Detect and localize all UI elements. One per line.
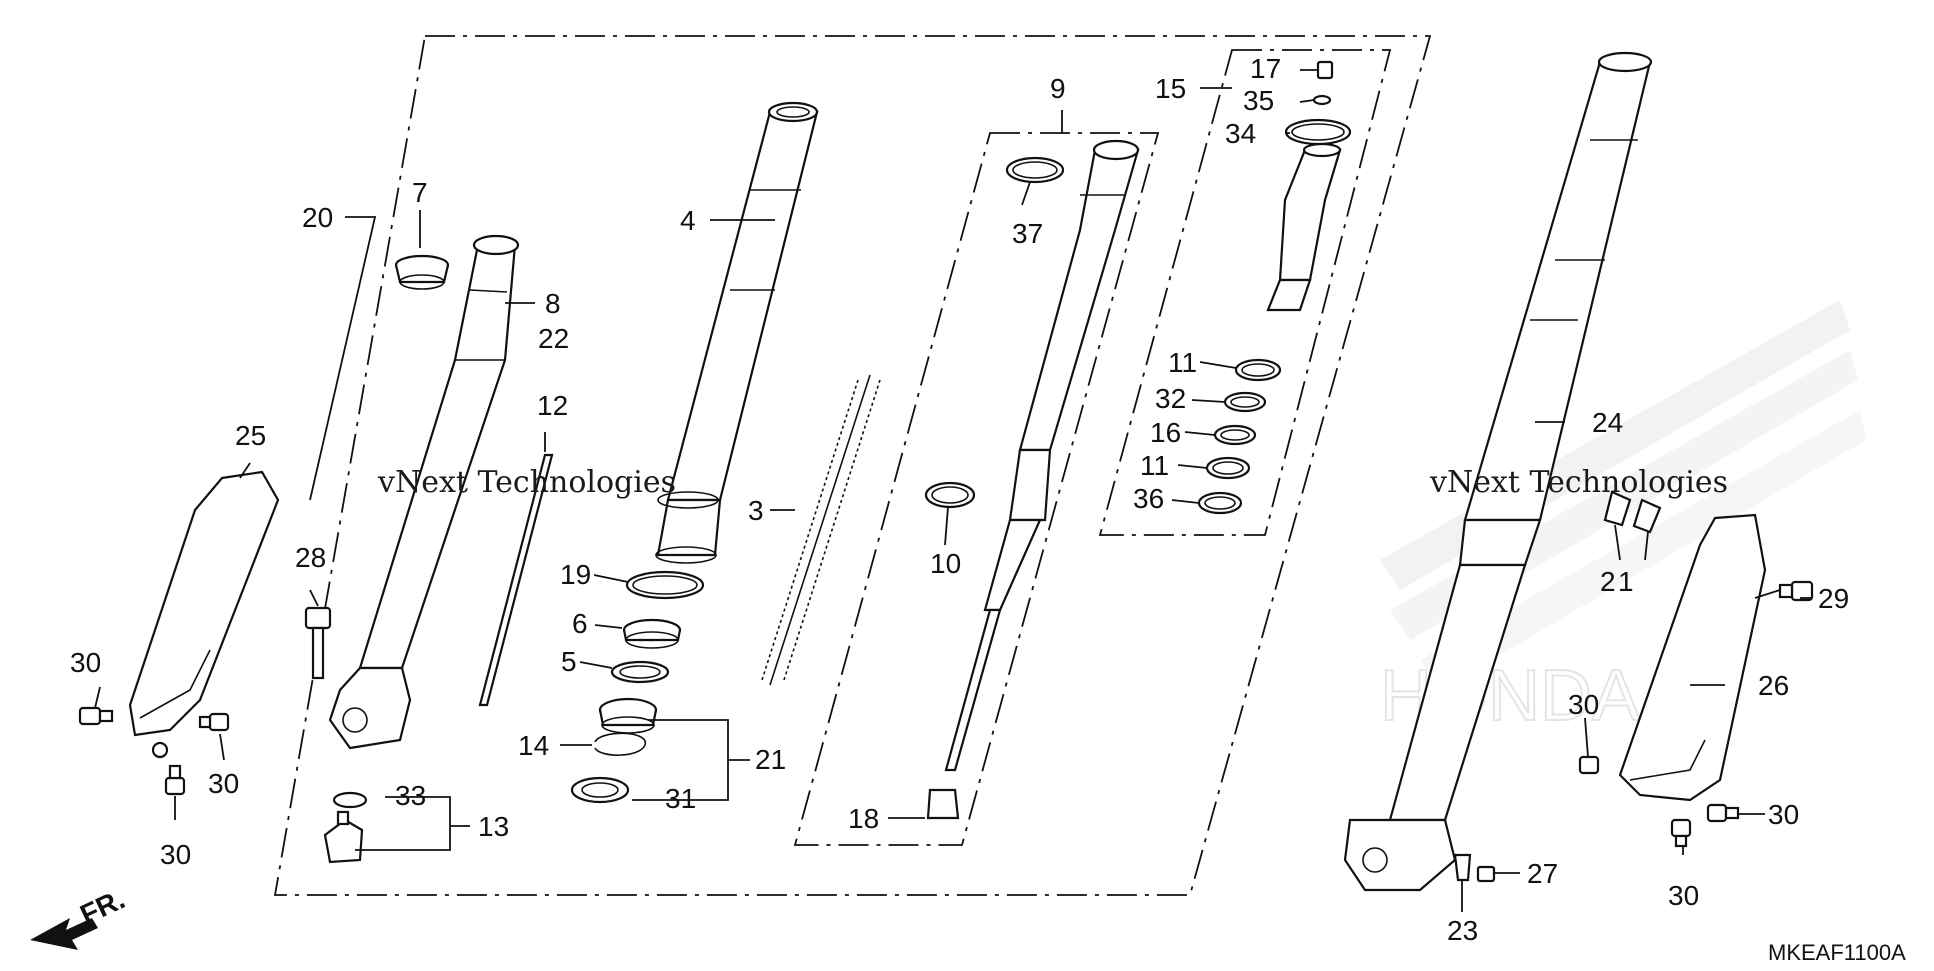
fork-spring-3	[761, 374, 881, 686]
bolt-30-left-c	[164, 764, 186, 796]
callout-8: 8	[545, 288, 561, 319]
callout-13: 13	[478, 811, 509, 842]
callout-19: 19	[560, 559, 591, 590]
bolt-27	[1476, 865, 1496, 883]
callout-12: 12	[537, 390, 568, 421]
callout-28: 28	[295, 542, 326, 573]
callout-labels: 1 2 3 4 5 6 7 8 9 10 11 12 13 14 15 16 1…	[70, 53, 1849, 946]
callout-3: 3	[748, 495, 764, 526]
o-ring-10	[924, 481, 976, 509]
callout-5: 5	[561, 646, 577, 677]
shim-11-b	[1205, 456, 1251, 480]
callout-6: 6	[572, 608, 588, 639]
callout-17: 17	[1250, 53, 1281, 84]
callout-34: 34	[1225, 118, 1256, 149]
leader-lines	[94, 69, 1812, 912]
bushing-21	[598, 697, 658, 734]
bolt-30-right-c	[1670, 818, 1692, 848]
front-direction-indicator: FR.	[30, 883, 129, 950]
callout-21: 21	[755, 744, 786, 775]
callout-30-c: 30	[160, 839, 191, 870]
callout-30-a: 30	[70, 647, 101, 678]
valve-assembly-frame	[1098, 49, 1392, 536]
callout-11-a: 11	[1168, 347, 1197, 378]
callout-7: 7	[412, 177, 428, 208]
callout-30-b: 30	[208, 768, 239, 799]
callout-4: 4	[680, 205, 696, 236]
callout-11-b: 11	[1140, 450, 1169, 481]
callout-1: 1	[1618, 566, 1634, 597]
callout-20: 20	[302, 202, 333, 233]
callout-32: 32	[1155, 383, 1186, 414]
slide-bushing-7	[394, 254, 450, 290]
callout-36: 36	[1133, 483, 1164, 514]
shim-36	[1197, 491, 1243, 515]
callout-10: 10	[930, 548, 961, 579]
front-arrow-icon	[30, 918, 98, 950]
callout-23: 23	[1447, 915, 1478, 946]
bolt-30-left-a	[78, 706, 114, 726]
callout-18: 18	[848, 803, 879, 834]
callout-31: 31	[665, 783, 696, 814]
bolt-29	[1778, 580, 1814, 602]
oil-seal-5	[610, 660, 670, 684]
bolt-30-right-a	[1578, 755, 1600, 775]
damper-assembly-frame	[793, 132, 1160, 846]
callout-30-f: 30	[1668, 880, 1699, 911]
clip-1	[1632, 498, 1662, 534]
callout-16: 16	[1150, 417, 1181, 448]
snap-ring-19	[625, 570, 705, 600]
watermark-left: vNext Technologies	[377, 465, 676, 500]
callout-30-d: 30	[1568, 689, 1599, 720]
washer-35	[1312, 94, 1332, 106]
callout-9: 9	[1050, 73, 1066, 104]
dust-seal-6	[622, 618, 682, 649]
bolt-28	[304, 606, 332, 680]
clamp-23	[1453, 853, 1472, 882]
bolt-30-left-b	[198, 712, 230, 732]
seal-31	[570, 776, 630, 804]
o-ring-34	[1284, 118, 1352, 146]
fork-inner-tube-4	[655, 101, 819, 564]
callout-25: 25	[235, 420, 266, 451]
shim-11-a	[1234, 358, 1282, 382]
fork-complete-right	[1343, 51, 1653, 892]
callout-30-e: 30	[1768, 799, 1799, 830]
callout-29: 29	[1818, 583, 1849, 614]
watermark-text: vNext Technologies vNext Technologies	[377, 465, 1728, 500]
shim-16	[1213, 424, 1257, 446]
shim-32	[1223, 391, 1267, 413]
callout-24: 24	[1592, 407, 1623, 438]
diagram-code: MKEAF1100A	[1768, 940, 1906, 965]
callout-14: 14	[518, 730, 549, 761]
rod-12	[478, 453, 554, 707]
fork-guard-right	[1618, 513, 1767, 802]
bolt-13	[323, 791, 368, 864]
callout-2: 2	[1600, 566, 1616, 597]
callout-27: 27	[1527, 858, 1558, 889]
watermark-right: vNext Technologies	[1429, 465, 1728, 500]
o-ring-37	[1005, 156, 1065, 184]
damper-cartridge-9	[926, 139, 1140, 820]
callout-37: 37	[1012, 218, 1043, 249]
valve-body-15	[1266, 142, 1342, 312]
bolt-30-right-b	[1706, 803, 1740, 823]
fork-outer-tube-left	[328, 234, 520, 750]
callout-33: 33	[395, 780, 426, 811]
callout-22: 22	[538, 323, 569, 354]
bolt-17	[1316, 60, 1334, 80]
callout-35: 35	[1243, 85, 1274, 116]
callout-15: 15	[1155, 73, 1186, 104]
clip-14	[594, 732, 646, 756]
callout-26: 26	[1758, 670, 1789, 701]
clip-2	[1603, 490, 1632, 527]
fork-guard-left	[128, 470, 280, 759]
